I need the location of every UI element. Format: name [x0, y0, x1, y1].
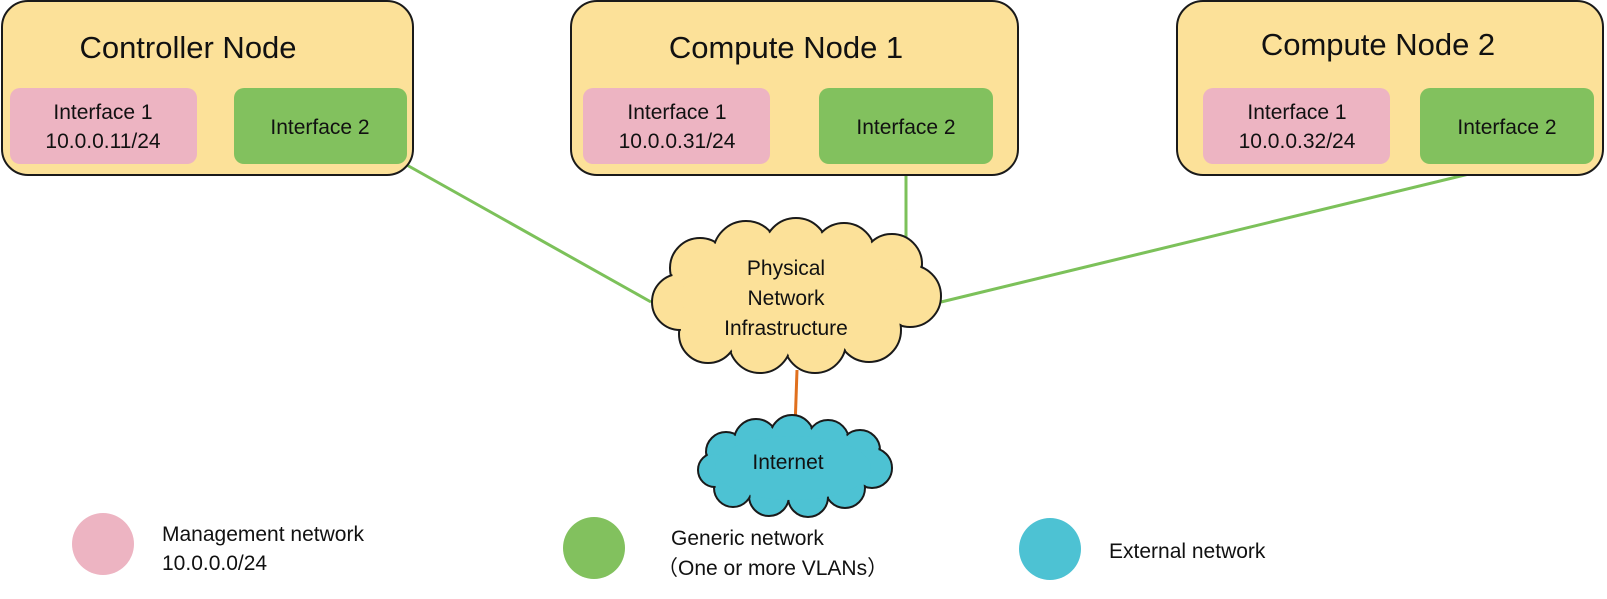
- internet-cloud[interactable]: Internet: [697, 414, 893, 518]
- compute2-interface-1-box: [1203, 88, 1390, 164]
- controller-interface-1[interactable]: Interface 1 10.0.0.11/24: [10, 88, 197, 164]
- legend-generic: Generic network （One or more VLANs）: [563, 517, 888, 580]
- compute2-interface-2[interactable]: Interface 2: [1420, 88, 1594, 164]
- compute1-interface-2-name: Interface 2: [856, 116, 955, 139]
- compute-node-1-title: Compute Node 1: [669, 30, 903, 65]
- compute1-interface-2-box: [819, 88, 993, 164]
- legend-external-swatch: [1019, 518, 1081, 580]
- compute-node-1[interactable]: Compute Node 1 Interface 1 10.0.0.31/24 …: [570, 0, 1019, 176]
- compute-node-2-title: Compute Node 2: [1261, 27, 1495, 62]
- controller-interface-2-name: Interface 2: [270, 116, 369, 139]
- controller-node[interactable]: Controller Node Interface 1 10.0.0.11/24…: [1, 0, 414, 176]
- legend-generic-swatch: [563, 517, 625, 579]
- compute1-interface-1-ip: 10.0.0.31/24: [619, 130, 736, 153]
- compute1-interface-1[interactable]: Interface 1 10.0.0.31/24: [583, 88, 770, 164]
- controller-interface-1-name: Interface 1: [53, 101, 152, 124]
- compute-node-2[interactable]: Compute Node 2 Interface 1 10.0.0.32/24 …: [1176, 0, 1604, 176]
- compute1-interface-1-box: [583, 88, 770, 164]
- controller-node-title: Controller Node: [79, 30, 296, 65]
- legend-management-subnet: 10.0.0.0/24: [162, 552, 267, 575]
- compute2-interface-1-ip: 10.0.0.32/24: [1239, 130, 1356, 153]
- infrastructure-label-line-3: Infrastructure: [724, 317, 848, 340]
- compute2-interface-2-name: Interface 2: [1457, 116, 1556, 139]
- legend-generic-note: （One or more VLANs）: [657, 557, 888, 580]
- legend-management: Management network 10.0.0.0/24: [72, 513, 364, 575]
- infrastructure-label-line-1: Physical: [747, 257, 825, 280]
- controller-interface-2-box: [234, 88, 407, 164]
- compute1-interface-1-name: Interface 1: [627, 101, 726, 124]
- compute2-interface-2-box: [1420, 88, 1594, 164]
- legend-external: External network: [1019, 518, 1266, 580]
- legend-external-label: External network: [1109, 540, 1266, 563]
- compute2-interface-1[interactable]: Interface 1 10.0.0.32/24: [1203, 88, 1390, 164]
- controller-interface-2[interactable]: Interface 2: [234, 88, 407, 164]
- legend: Management network 10.0.0.0/24 Generic n…: [72, 513, 1266, 580]
- physical-network-infrastructure-cloud[interactable]: Physical Network Infrastructure: [651, 217, 942, 374]
- controller-interface-1-box: [10, 88, 197, 164]
- infrastructure-cloud-fill: [653, 219, 940, 372]
- compute1-interface-2[interactable]: Interface 2: [819, 88, 993, 164]
- compute2-interface-1-name: Interface 1: [1247, 101, 1346, 124]
- legend-generic-label: Generic network: [671, 527, 824, 550]
- legend-management-label: Management network: [162, 523, 364, 546]
- infrastructure-label-line-2: Network: [747, 287, 825, 310]
- link-compute2-to-infrastructure: [940, 163, 1507, 304]
- controller-interface-1-ip: 10.0.0.11/24: [45, 130, 161, 153]
- internet-cloud-fill: [699, 416, 891, 516]
- internet-label: Internet: [752, 451, 823, 474]
- link-controller-to-infrastructure: [404, 162, 652, 304]
- legend-management-swatch: [72, 513, 134, 575]
